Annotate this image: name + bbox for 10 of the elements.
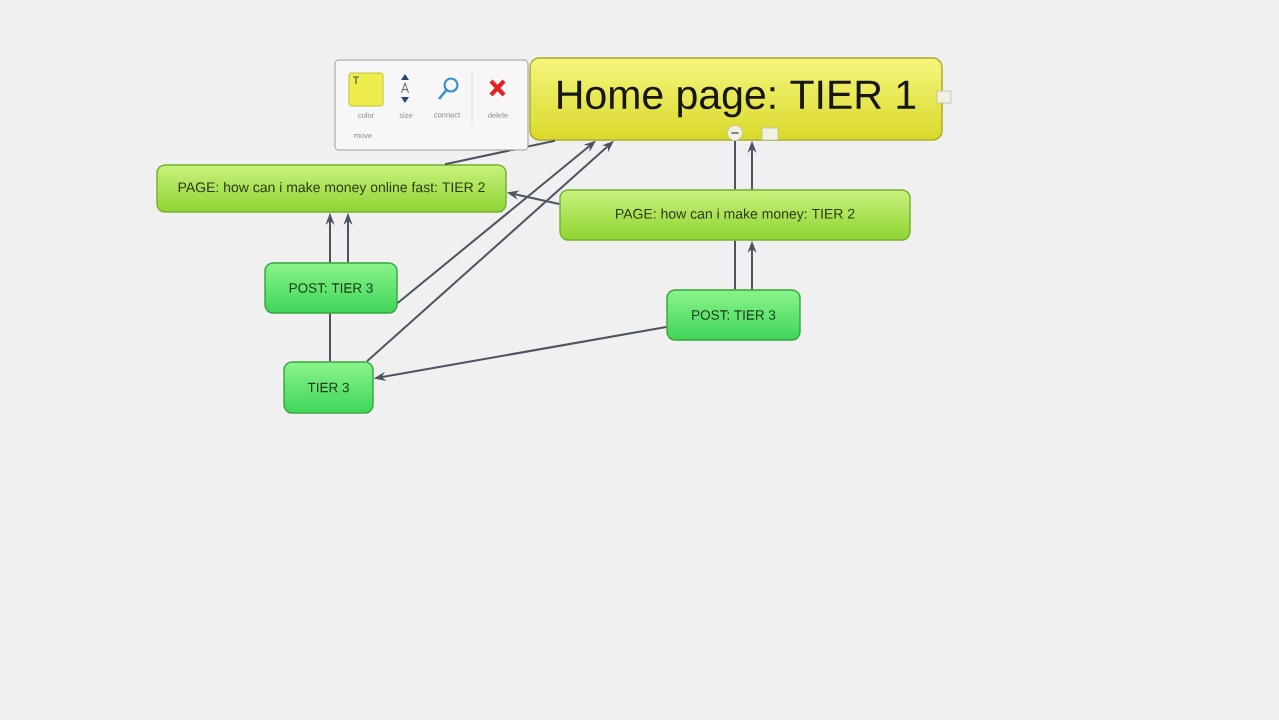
- connector-line: [329, 312, 331, 363]
- connector-line: [734, 239, 736, 291]
- connector-line: [734, 139, 736, 191]
- connector-line: [444, 139, 556, 166]
- subtopic-box: PAGE: how can i make money online fast: TIER 2: [156, 164, 507, 213]
- leaf-box: POST: TIER 3: [264, 262, 398, 314]
- leaf-box: TIER 3: [283, 361, 374, 414]
- subtopic-box: PAGE: how can i make money: TIER 2: [559, 189, 911, 241]
- leaf-box: POST: TIER 3: [666, 289, 801, 341]
- main-topic-box: Home page: TIER 1: [529, 57, 943, 141]
